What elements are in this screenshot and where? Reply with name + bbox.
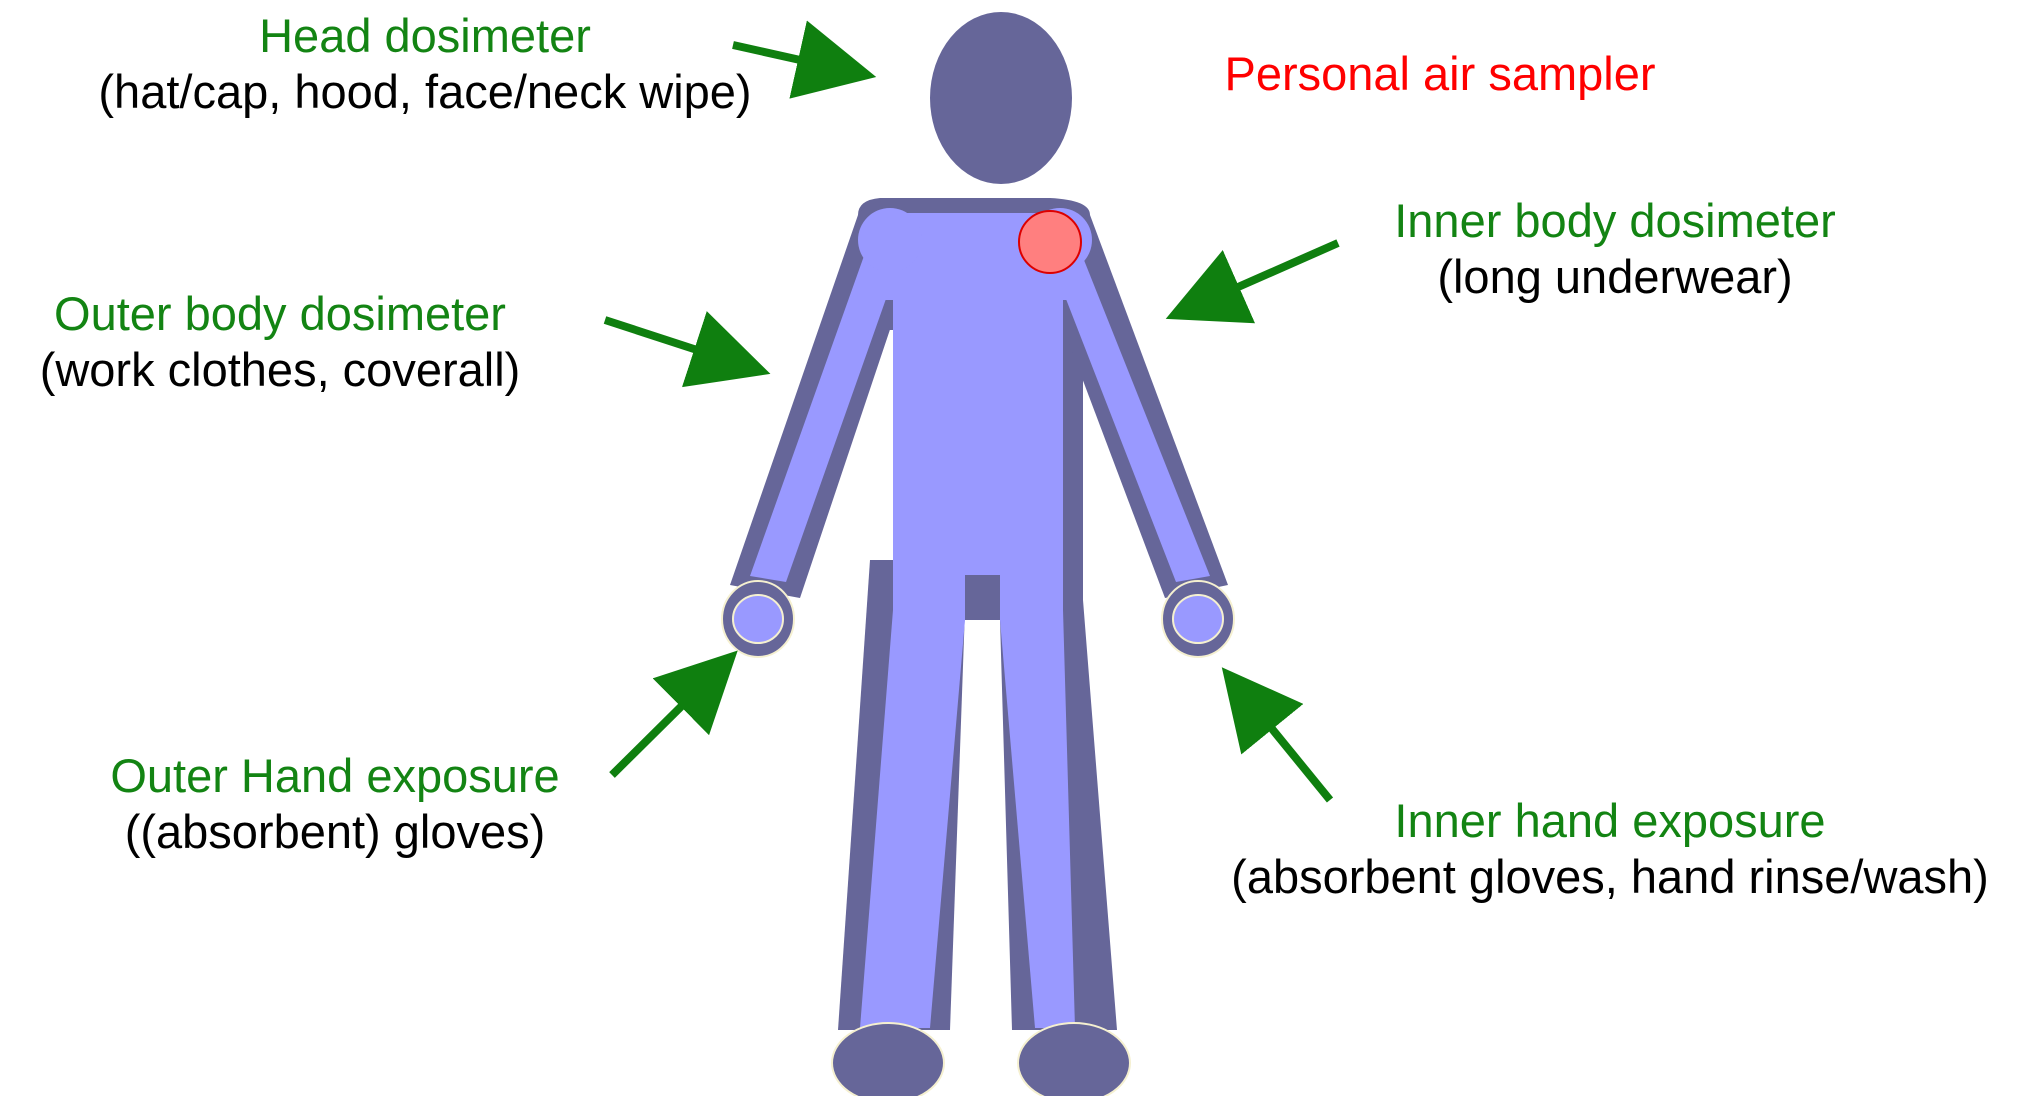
right-foot-shape	[1018, 1023, 1130, 1096]
left-foot-shape	[832, 1023, 944, 1096]
inner-body-dosimeter-label: Inner body dosimeter (long underwear)	[1355, 193, 1875, 306]
inner-hand-exposure-subtitle: (absorbent gloves, hand rinse/wash)	[1185, 849, 2035, 905]
inner-body-dosimeter-subtitle: (long underwear)	[1355, 249, 1875, 305]
air-sampler-label: Personal air sampler	[1180, 46, 1700, 102]
outer-body-dosimeter-subtitle: (work clothes, coverall)	[0, 342, 560, 398]
head-shape	[930, 12, 1072, 184]
outer-body-dosimeter-title: Outer body dosimeter	[0, 286, 560, 342]
head-dosimeter-subtitle: (hat/cap, hood, face/neck wipe)	[50, 64, 800, 120]
outer-hand-exposure-title: Outer Hand exposure	[60, 748, 610, 804]
head-dosimeter-title: Head dosimeter	[50, 8, 800, 64]
outer-body-arrow	[605, 320, 740, 364]
outer-hand-exposure-label: Outer Hand exposure ((absorbent) gloves)	[60, 748, 610, 861]
air-sampler-title: Personal air sampler	[1180, 46, 1700, 102]
inner-hand-arrow	[1242, 692, 1330, 800]
outer-hand-exposure-subtitle: ((absorbent) gloves)	[60, 804, 610, 860]
inner-body-arrow	[1195, 243, 1338, 306]
torso-inner-shape	[860, 213, 1075, 1028]
air-sampler-dot	[1019, 211, 1081, 273]
head-dosimeter-label: Head dosimeter (hat/cap, hood, face/neck…	[50, 8, 800, 121]
left-shoulder-shape	[858, 208, 922, 272]
outer-body-dosimeter-label: Outer body dosimeter (work clothes, cove…	[0, 286, 560, 399]
right-hand-inner-shape	[1173, 595, 1223, 643]
human-figure	[722, 12, 1234, 1096]
inner-hand-exposure-title: Inner hand exposure	[1185, 793, 2035, 849]
inner-hand-exposure-label: Inner hand exposure (absorbent gloves, h…	[1185, 793, 2035, 906]
inner-body-dosimeter-title: Inner body dosimeter	[1355, 193, 1875, 249]
outer-hand-arrow	[612, 673, 715, 775]
left-hand-inner-shape	[733, 595, 783, 643]
